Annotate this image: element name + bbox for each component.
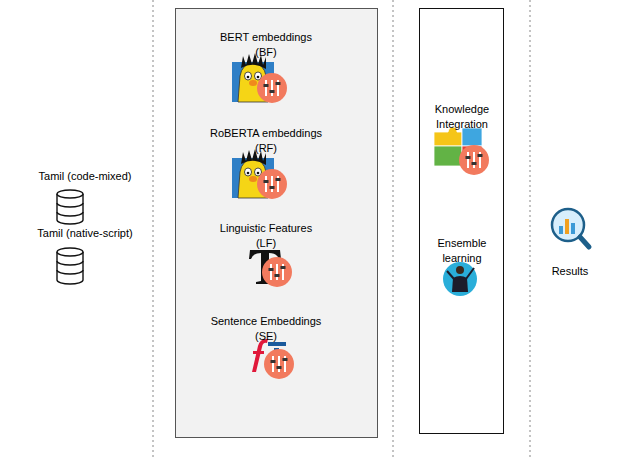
database-icon bbox=[57, 190, 83, 224]
puzzle-icon bbox=[462, 128, 482, 146]
puzzle-icon bbox=[434, 146, 462, 166]
results-label: Results bbox=[552, 264, 589, 279]
fusion-panel: Knowledge IntegrationEnsemble learning bbox=[419, 8, 504, 434]
puzzle-icon bbox=[459, 145, 489, 175]
fasttext-icon bbox=[264, 349, 294, 379]
database-icon bbox=[57, 190, 83, 198]
panel-fill bbox=[419, 8, 504, 434]
conductor-icon bbox=[443, 262, 477, 296]
item-label: Linguistic Features (LF) bbox=[219, 221, 314, 251]
database-icon bbox=[57, 270, 83, 274]
feature-panel: BERT embeddings (BF) RoBERTA embeddings (… bbox=[175, 8, 378, 438]
bert-icon bbox=[232, 53, 287, 103]
roberta-icon bbox=[232, 149, 287, 199]
results-icon bbox=[559, 226, 563, 234]
text-icon bbox=[262, 257, 292, 287]
conductor-icon bbox=[456, 266, 464, 274]
results-icon bbox=[565, 219, 569, 234]
panel-fill bbox=[175, 8, 378, 438]
separator-line bbox=[153, 0, 530, 459]
database-icon bbox=[57, 248, 83, 256]
item-label: RoBERTA embeddings (RF) bbox=[209, 126, 324, 156]
results-icon bbox=[580, 237, 589, 247]
results-icon bbox=[571, 223, 575, 234]
fasttext-icon bbox=[253, 351, 264, 354]
database-icon bbox=[57, 248, 83, 284]
database-icon bbox=[57, 252, 83, 284]
database-icon bbox=[57, 212, 83, 216]
conductor-icon bbox=[447, 271, 454, 279]
database-icon bbox=[57, 203, 83, 207]
dataset-label: Tamil (code-mixed) bbox=[39, 169, 132, 184]
item-label: Sentence Embeddings (SE) bbox=[210, 314, 323, 344]
fasttext-icon bbox=[252, 339, 294, 379]
results-icon bbox=[552, 209, 589, 247]
item-label: Ensemble learning bbox=[437, 236, 488, 266]
separator-line bbox=[153, 0, 154, 459]
text-icon bbox=[249, 250, 292, 287]
fasttext-icon bbox=[268, 342, 286, 346]
separator-line bbox=[530, 0, 531, 459]
conductor-icon bbox=[466, 268, 474, 279]
dataset-label: Tamil (native-script) bbox=[37, 226, 132, 241]
database-icon bbox=[57, 261, 83, 265]
conductor-icon bbox=[443, 262, 477, 296]
item-label: BERT embeddings (BF) bbox=[219, 30, 313, 60]
separator-line bbox=[393, 0, 394, 459]
item-label: Knowledge Integration bbox=[434, 102, 491, 132]
puzzle-icon bbox=[434, 127, 489, 175]
